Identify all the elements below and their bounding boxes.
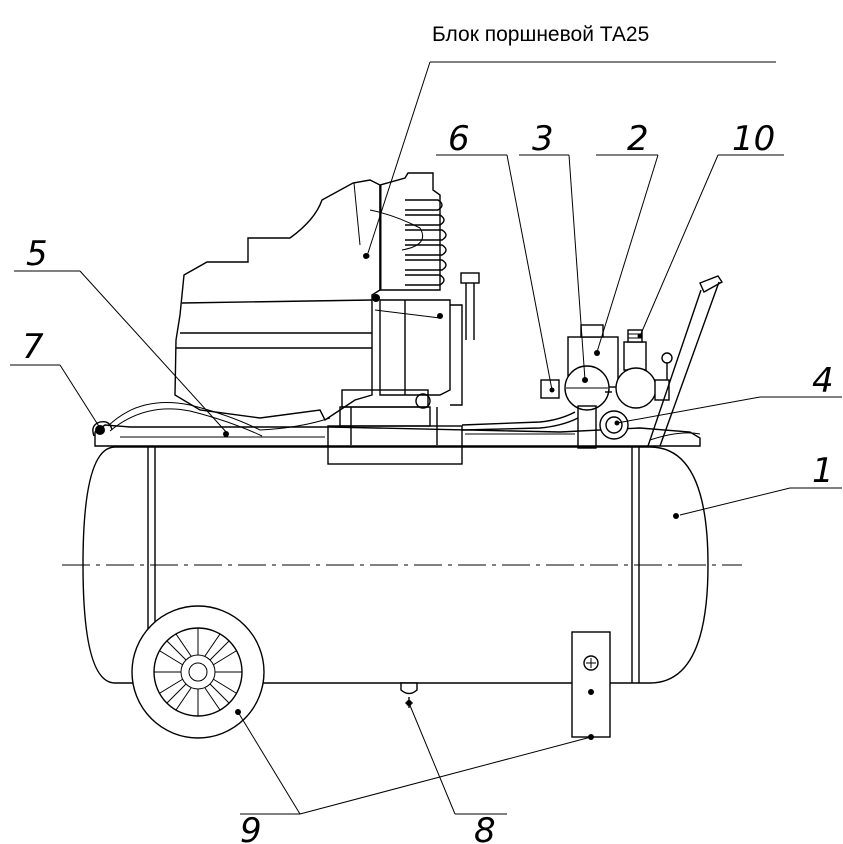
tank-foot: [571, 631, 611, 738]
callout-7: 7: [22, 327, 44, 367]
pressure-hose: [461, 411, 576, 426]
callout-5: 5: [26, 234, 48, 274]
callout-6: 6: [448, 119, 470, 159]
motor-base: [94, 389, 701, 465]
callout-8: 8: [474, 811, 496, 844]
intake-pipe: [460, 272, 480, 340]
callout-9: 9: [240, 811, 262, 844]
callout-4: 4: [812, 361, 834, 401]
callout-10: 10: [732, 119, 775, 159]
callout-2: 2: [627, 119, 649, 159]
piston-block-head: [363, 172, 447, 291]
callout-1: 1: [812, 451, 834, 491]
receiver-tank: [62, 446, 742, 684]
callout-3: 3: [532, 119, 554, 159]
pressure-switch-assembly: [540, 324, 673, 449]
power-cable: [92, 402, 331, 437]
tank-handle: [647, 275, 724, 447]
leader-lines: [10, 61, 842, 815]
leader-dots: [235, 253, 679, 740]
piston-block-title: Блок поршневой ТА25: [432, 23, 649, 46]
motor-housing: [174, 179, 463, 422]
wheel: [131, 605, 265, 739]
